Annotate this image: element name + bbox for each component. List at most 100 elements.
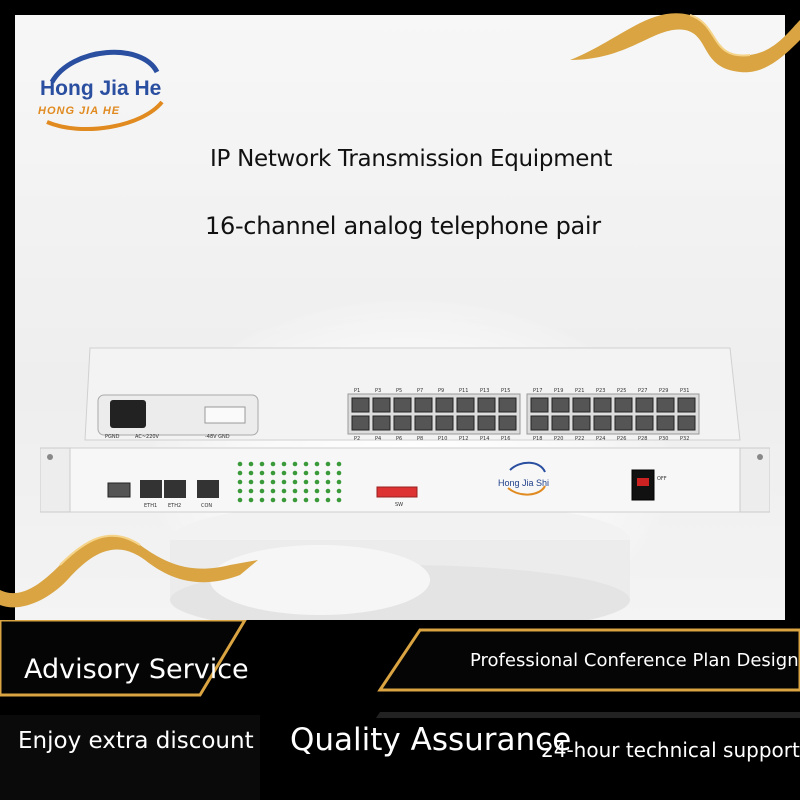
status-led bbox=[336, 470, 342, 476]
logo-name: Hong Jia He bbox=[40, 77, 162, 100]
port-label: P26 bbox=[617, 436, 626, 442]
professional-design-text: Professional Conference Plan Design bbox=[470, 650, 799, 671]
port-label: P23 bbox=[596, 388, 605, 394]
phone-ports bbox=[351, 397, 696, 431]
status-led bbox=[314, 461, 320, 467]
status-led bbox=[303, 497, 309, 503]
port-label: P6 bbox=[396, 436, 402, 442]
phone-port bbox=[414, 415, 433, 431]
front-logo-text: Hong Jia Shi bbox=[498, 478, 549, 488]
headline-line1: IP Network Transmission Equipment bbox=[210, 146, 613, 172]
phone-port bbox=[551, 415, 570, 431]
status-led bbox=[303, 461, 309, 467]
rear-ground-label: PGND bbox=[105, 434, 120, 440]
status-led bbox=[259, 470, 265, 476]
power-off-label: OFF bbox=[657, 476, 667, 482]
status-led bbox=[325, 470, 331, 476]
status-led bbox=[270, 479, 276, 485]
status-led bbox=[270, 497, 276, 503]
phone-port bbox=[351, 397, 370, 413]
phone-port bbox=[372, 415, 391, 431]
phone-port bbox=[614, 397, 633, 413]
status-led bbox=[237, 470, 243, 476]
headline-line2: 16-channel analog telephone pair bbox=[205, 212, 601, 240]
port-label: P28 bbox=[638, 436, 647, 442]
port-label: P24 bbox=[596, 436, 605, 442]
phone-port bbox=[435, 415, 454, 431]
con-port bbox=[197, 480, 219, 498]
logo-subtitle: HONG JIA HE bbox=[38, 105, 121, 117]
status-led bbox=[248, 479, 254, 485]
status-leds bbox=[237, 461, 342, 503]
port-label: P4 bbox=[375, 436, 381, 442]
port-label: P18 bbox=[533, 436, 542, 442]
status-led bbox=[292, 461, 298, 467]
port-label: P14 bbox=[480, 436, 489, 442]
status-led bbox=[237, 461, 243, 467]
status-led bbox=[292, 470, 298, 476]
support-text: 24-hour technical support bbox=[541, 738, 800, 762]
status-led bbox=[303, 470, 309, 476]
port-label: P19 bbox=[554, 388, 563, 394]
gold-ribbon-left bbox=[0, 534, 258, 608]
rear-power-label: AC~220V bbox=[135, 434, 160, 440]
eth2-port bbox=[164, 480, 186, 498]
port-label: P22 bbox=[575, 436, 584, 442]
rear-dc-label: -48V GND bbox=[205, 434, 230, 440]
status-led bbox=[292, 497, 298, 503]
status-led bbox=[270, 470, 276, 476]
status-led bbox=[314, 497, 320, 503]
port-label: P31 bbox=[680, 388, 689, 394]
phone-port bbox=[677, 397, 696, 413]
status-led bbox=[259, 479, 265, 485]
status-led bbox=[281, 470, 287, 476]
port-label: P17 bbox=[533, 388, 542, 394]
status-led bbox=[292, 488, 298, 494]
sfp-port bbox=[107, 482, 131, 498]
port-label: P1 bbox=[354, 388, 360, 394]
phone-port bbox=[635, 415, 654, 431]
phone-port bbox=[593, 415, 612, 431]
port-label: P13 bbox=[480, 388, 489, 394]
port-label: P32 bbox=[680, 436, 689, 442]
port-label: P21 bbox=[575, 388, 584, 394]
port-label: P3 bbox=[375, 388, 381, 394]
status-led bbox=[248, 488, 254, 494]
logo-swoosh-icon bbox=[46, 49, 164, 132]
status-led bbox=[259, 488, 265, 494]
phone-port bbox=[414, 397, 433, 413]
brand-logo: Hong Jia He HONG JIA HE bbox=[32, 42, 172, 132]
eth2-label: ETH2 bbox=[168, 503, 181, 509]
status-led bbox=[325, 479, 331, 485]
port-label: P8 bbox=[417, 436, 423, 442]
phone-port bbox=[635, 397, 654, 413]
port-label: P16 bbox=[501, 436, 510, 442]
phone-port bbox=[477, 397, 496, 413]
status-led bbox=[325, 488, 331, 494]
phone-port bbox=[614, 415, 633, 431]
phone-port bbox=[456, 397, 475, 413]
port-label: P5 bbox=[396, 388, 402, 394]
phone-port bbox=[456, 415, 475, 431]
eth1-label: ETH1 bbox=[144, 503, 157, 509]
status-led bbox=[336, 497, 342, 503]
port-label: P30 bbox=[659, 436, 668, 442]
phone-port bbox=[351, 415, 370, 431]
status-led bbox=[237, 479, 243, 485]
status-led bbox=[237, 497, 243, 503]
port-label: P12 bbox=[459, 436, 468, 442]
power-socket-icon bbox=[110, 400, 146, 428]
phone-port bbox=[656, 397, 675, 413]
quality-assurance-text: Quality Assurance bbox=[290, 722, 572, 758]
status-led bbox=[248, 470, 254, 476]
port-label: P25 bbox=[617, 388, 626, 394]
port-label: P7 bbox=[417, 388, 423, 394]
status-led bbox=[336, 461, 342, 467]
status-led bbox=[259, 461, 265, 467]
advisory-service-text: Advisory Service bbox=[24, 654, 249, 685]
status-led bbox=[281, 479, 287, 485]
status-led bbox=[281, 461, 287, 467]
